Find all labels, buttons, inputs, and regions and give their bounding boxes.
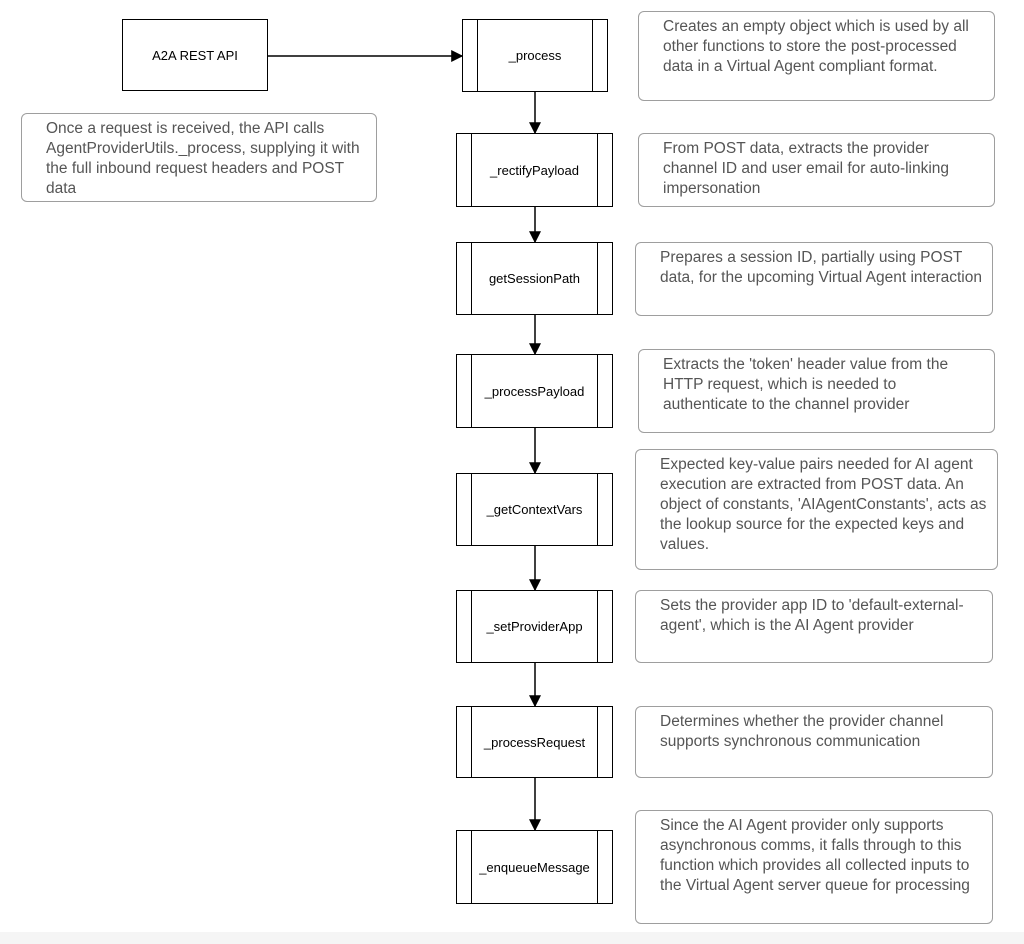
bottom-strip: [0, 932, 1024, 944]
source-note-text: Once a request is received, the API call…: [46, 120, 360, 197]
a2a-rest-api-node: A2A REST API: [122, 19, 268, 91]
process-payload-note: Extracts the 'token' header value from t…: [638, 349, 995, 433]
process-node: _process: [462, 19, 608, 92]
process-note: Creates an empty object which is used by…: [638, 11, 995, 101]
process-note-text: Creates an empty object which is used by…: [663, 18, 969, 75]
process-request-label: _processRequest: [483, 734, 586, 750]
process-payload-node: _processPayload: [456, 354, 613, 428]
enqueue-message-node: _enqueueMessage: [456, 830, 613, 904]
process-request-note: Determines whether the provider channel …: [635, 706, 993, 778]
set-provider-app-note: Sets the provider app ID to 'default-ext…: [635, 590, 993, 663]
process-label: _process: [508, 48, 562, 63]
get-session-path-node: getSessionPath: [456, 242, 613, 315]
source-note: Once a request is received, the API call…: [21, 113, 377, 202]
get-session-path-note: Prepares a session ID, partially using P…: [635, 242, 993, 316]
get-context-vars-label: _getContextVars: [486, 502, 583, 517]
rectify-payload-label: _rectifyPayload: [490, 162, 579, 178]
get-session-path-label: getSessionPath: [488, 271, 581, 286]
set-provider-app-note-text: Sets the provider app ID to 'default-ext…: [660, 597, 964, 634]
set-provider-app-node: _setProviderApp: [456, 590, 613, 663]
rectify-payload-node: _rectifyPayload: [456, 133, 613, 207]
get-context-vars-node: _getContextVars: [456, 473, 613, 546]
get-session-path-note-text: Prepares a session ID, partially using P…: [660, 249, 982, 286]
get-context-vars-note-text: Expected key-value pairs needed for AI a…: [660, 456, 987, 553]
rectify-payload-note-text: From POST data, extracts the provider ch…: [663, 140, 950, 197]
rectify-payload-note: From POST data, extracts the provider ch…: [638, 133, 995, 207]
process-request-node: _processRequest: [456, 706, 613, 778]
set-provider-app-label: _setProviderApp: [486, 619, 583, 634]
process-payload-note-text: Extracts the 'token' header value from t…: [663, 356, 949, 413]
a2a-rest-api-label: A2A REST API: [152, 47, 238, 63]
enqueue-message-label: _enqueueMessage: [479, 859, 590, 875]
enqueue-message-note-text: Since the AI Agent provider only support…: [660, 817, 970, 894]
get-context-vars-note: Expected key-value pairs needed for AI a…: [635, 449, 998, 570]
enqueue-message-note: Since the AI Agent provider only support…: [635, 810, 993, 924]
process-request-note-text: Determines whether the provider channel …: [660, 713, 944, 750]
process-payload-label: _processPayload: [484, 383, 585, 399]
